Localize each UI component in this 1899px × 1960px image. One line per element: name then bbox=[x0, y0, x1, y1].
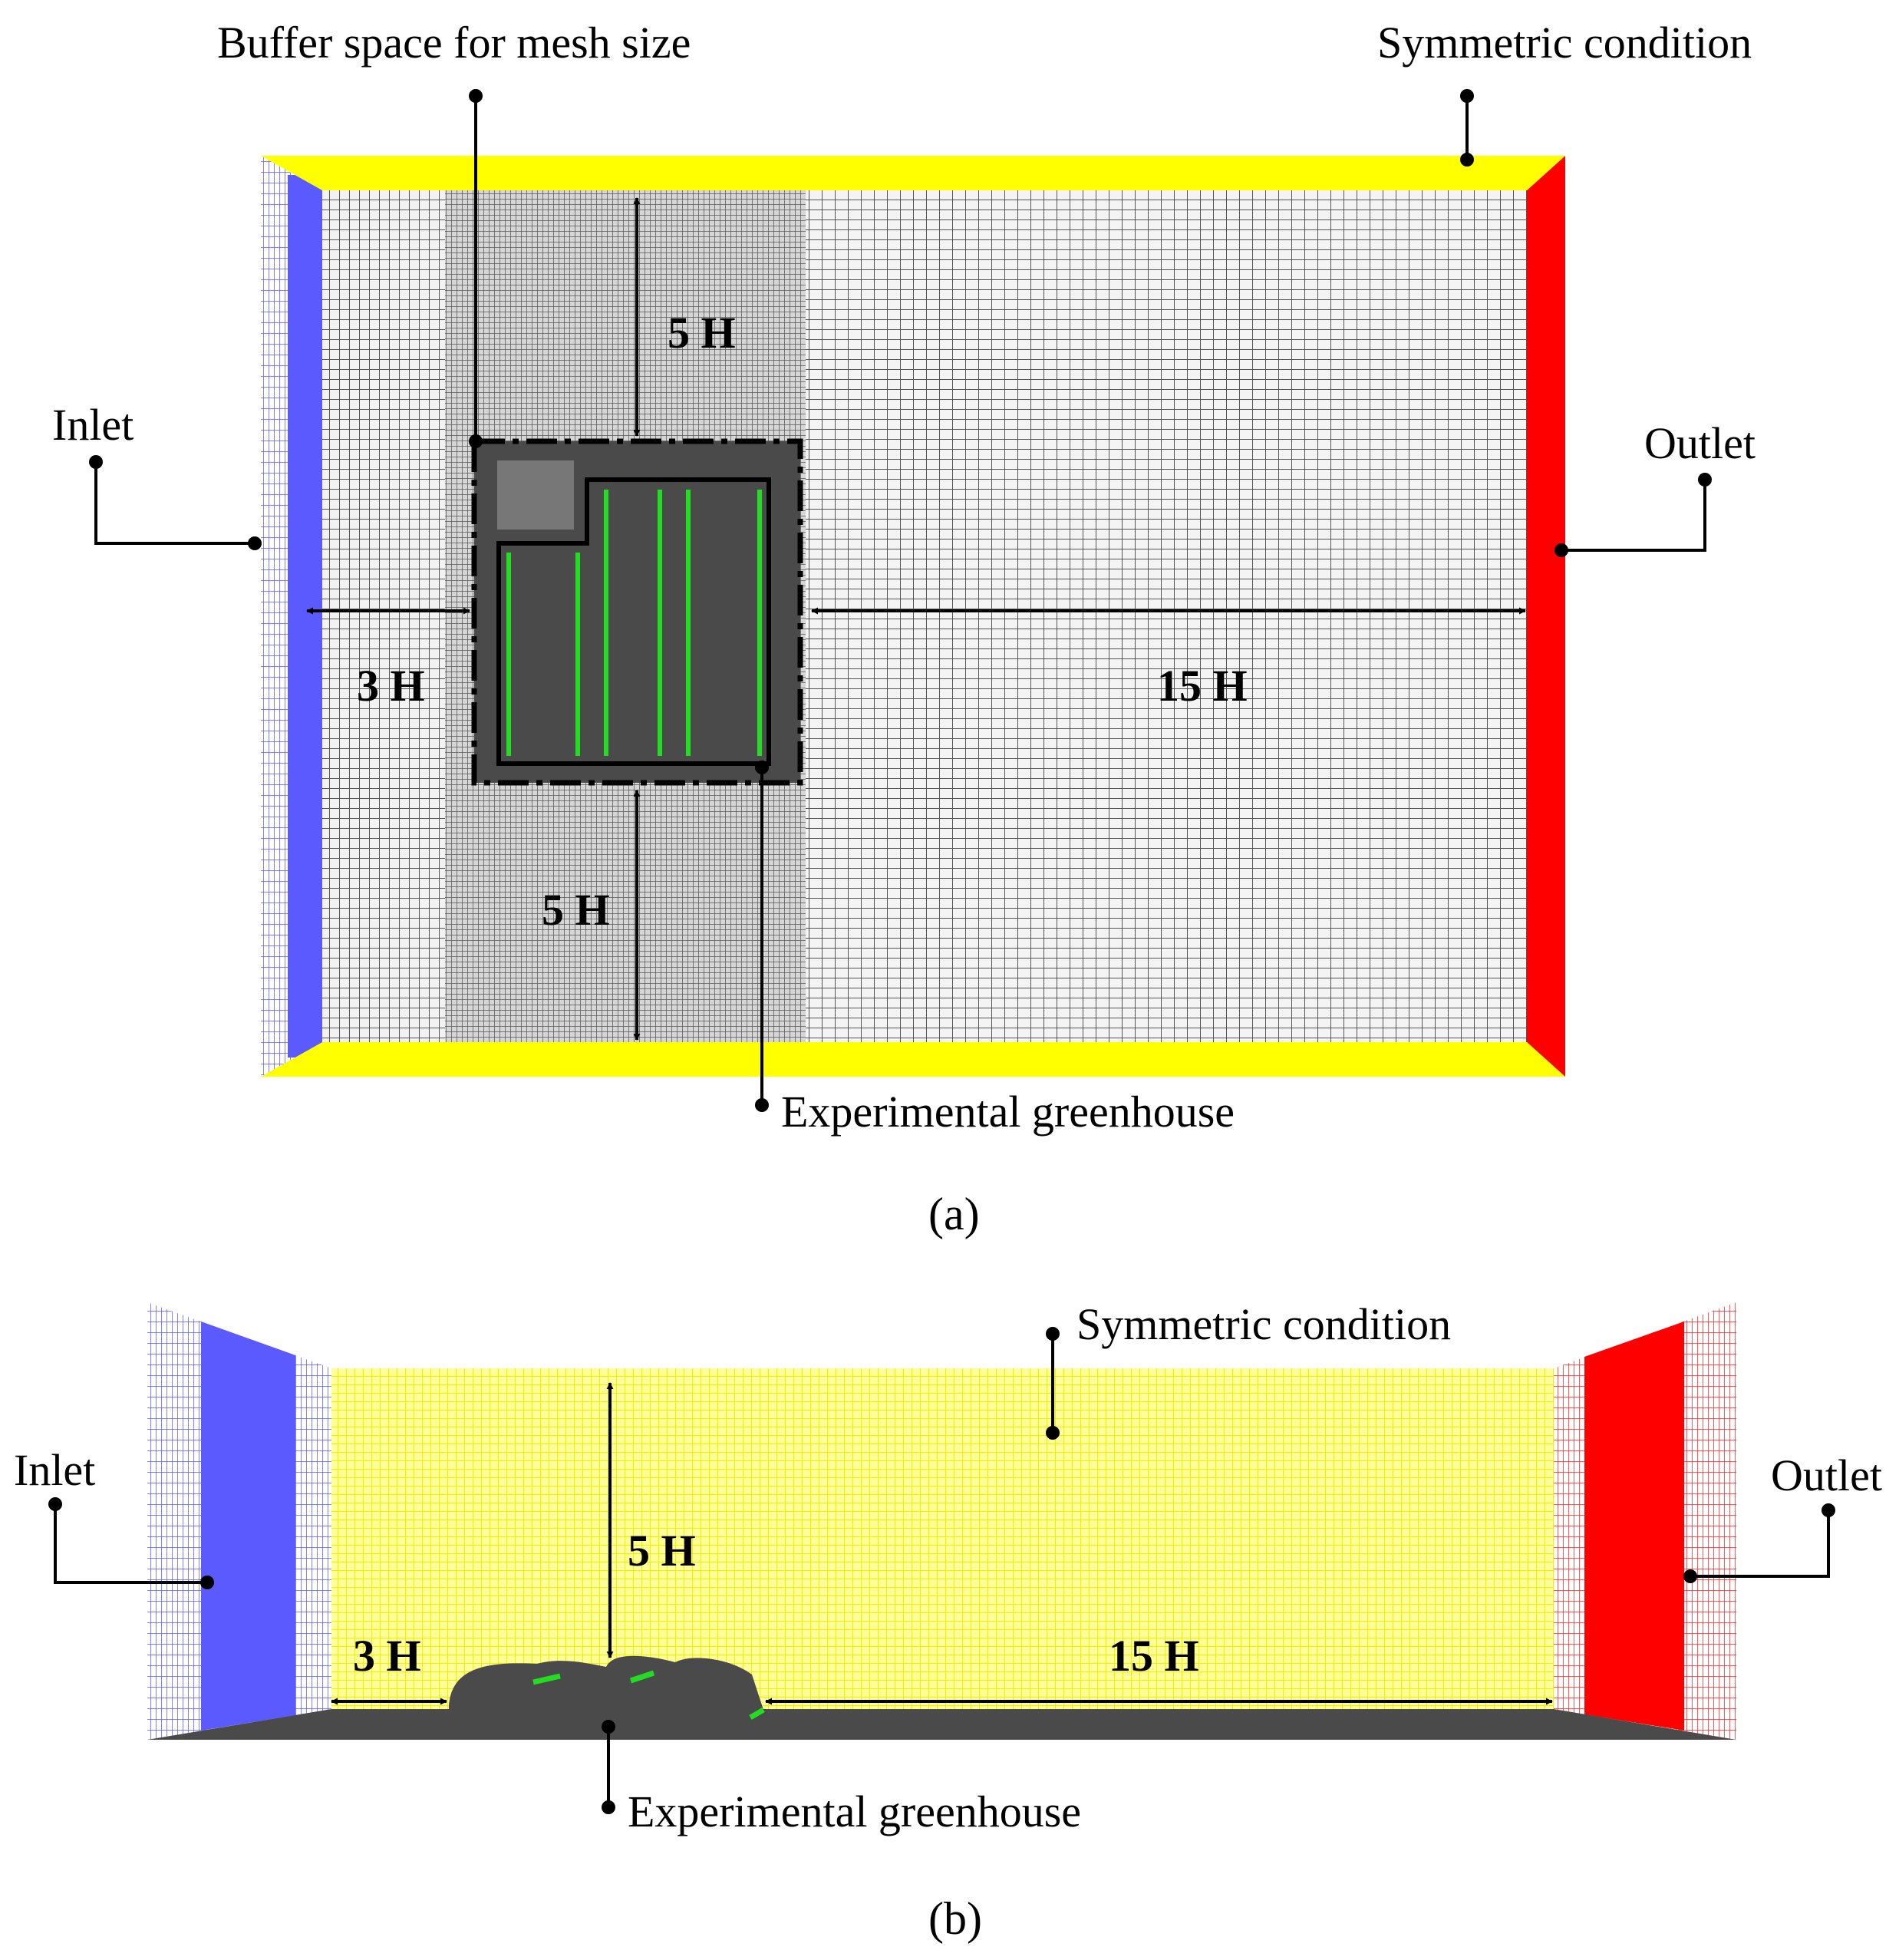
dim-label-left: 3 H bbox=[357, 661, 425, 711]
greenhouse-silhouette-b bbox=[449, 1655, 763, 1710]
vent bbox=[749, 1707, 765, 1721]
greenhouse-vents-b bbox=[532, 1670, 765, 1721]
mesh-coarse-zone-a bbox=[806, 190, 1527, 1042]
leader-dot bbox=[1046, 1426, 1060, 1440]
inlet-band-b bbox=[201, 1322, 295, 1731]
label-outlet-a: Outlet bbox=[1644, 418, 1756, 468]
dim-label-left-b: 3 H bbox=[353, 1631, 421, 1681]
leader-dot bbox=[602, 1720, 615, 1734]
symmetric-bottom-a bbox=[261, 1042, 1565, 1077]
leader-inlet-a bbox=[94, 462, 253, 545]
leader-dot bbox=[469, 89, 483, 103]
caption-b: (b) bbox=[928, 1893, 982, 1944]
symmetric-top-a bbox=[261, 156, 1565, 190]
dim-label-height-b: 5 H bbox=[628, 1526, 696, 1576]
leader-dot bbox=[1554, 543, 1568, 557]
vent bbox=[629, 1670, 655, 1684]
label-inlet-b: Inlet bbox=[14, 1445, 95, 1495]
leader-dot bbox=[1822, 1503, 1835, 1517]
leader-dot bbox=[248, 536, 262, 550]
vent bbox=[532, 1673, 561, 1685]
symmetric-wall-b bbox=[331, 1368, 1554, 1709]
leader-dot bbox=[755, 761, 769, 774]
leader-dot bbox=[200, 1576, 214, 1589]
dim-label-top: 5 H bbox=[668, 308, 736, 358]
leader-dot bbox=[469, 434, 483, 448]
leader-dot bbox=[1683, 1569, 1697, 1583]
label-buffer-space: Buffer space for mesh size bbox=[217, 18, 691, 68]
label-inlet-a: Inlet bbox=[52, 400, 134, 450]
panel-a: Buffer space for mesh size Symmetric con… bbox=[52, 18, 1756, 1239]
leader-dot bbox=[755, 1098, 769, 1112]
dim-label-bottom: 5 H bbox=[542, 885, 610, 935]
greenhouse-footprint-a bbox=[496, 477, 771, 766]
dim-label-right-b: 15 H bbox=[1109, 1631, 1199, 1681]
label-greenhouse-b: Experimental greenhouse bbox=[628, 1787, 1081, 1836]
label-symmetric-a: Symmetric condition bbox=[1377, 18, 1752, 68]
outlet-face-a bbox=[1527, 156, 1565, 1077]
label-symmetric-b: Symmetric condition bbox=[1076, 1299, 1451, 1349]
leader-dot bbox=[1046, 1327, 1060, 1341]
outlet-band-b bbox=[1584, 1322, 1684, 1731]
inlet-band-a bbox=[288, 175, 322, 1058]
leader-dot bbox=[48, 1497, 62, 1511]
leader-inlet-b bbox=[54, 1504, 207, 1584]
leader-dot bbox=[602, 1800, 615, 1814]
leader-dot bbox=[1698, 473, 1712, 487]
leader-outlet-a bbox=[1561, 480, 1706, 552]
buffer-speckle bbox=[497, 460, 574, 530]
crop-rows bbox=[506, 490, 762, 756]
leader-dot bbox=[1460, 89, 1474, 103]
label-greenhouse-a: Experimental greenhouse bbox=[781, 1087, 1235, 1137]
buffer-zone-border bbox=[471, 438, 803, 786]
dim-label-right: 15 H bbox=[1157, 661, 1248, 711]
leader-outlet-b bbox=[1690, 1510, 1830, 1578]
ground-b bbox=[147, 1709, 1736, 1740]
label-outlet-b: Outlet bbox=[1771, 1450, 1882, 1500]
panel-b: Symmetric condition Inlet Outlet Experim… bbox=[14, 1299, 1882, 1944]
caption-a: (a) bbox=[928, 1189, 980, 1239]
leader-dot bbox=[89, 455, 103, 469]
leader-dot bbox=[1460, 153, 1474, 167]
